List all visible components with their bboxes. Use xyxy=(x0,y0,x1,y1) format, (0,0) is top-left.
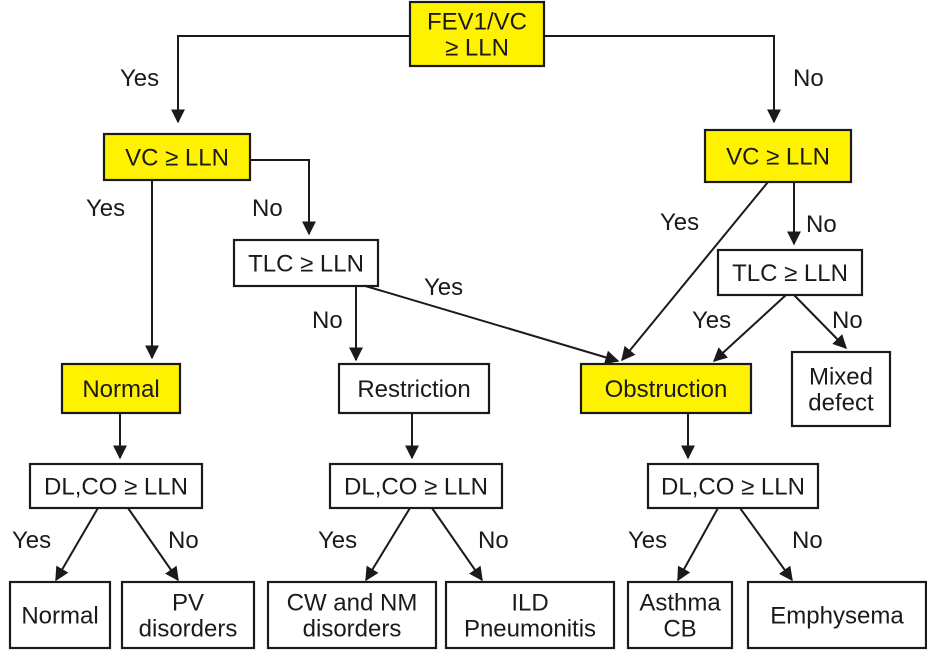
node-box xyxy=(579,362,753,415)
node-text: CW and NM xyxy=(287,589,418,616)
edges xyxy=(55,35,847,582)
edge-d3-no xyxy=(739,507,793,582)
node-box xyxy=(646,462,820,510)
node-box xyxy=(266,580,438,650)
node-text: CB xyxy=(663,615,696,642)
node-vc-left: VC ≥ LLN xyxy=(102,132,252,182)
node-text: DL,CO ≥ LLN xyxy=(661,473,805,500)
label-d1-no: No xyxy=(168,527,199,554)
label-tlcr-yes: Yes xyxy=(692,307,731,334)
node-box xyxy=(746,580,927,650)
label-d3-no: No xyxy=(792,527,823,554)
node-text: PV xyxy=(172,589,204,616)
node-box xyxy=(790,350,892,428)
node-text: TLC ≥ LLN xyxy=(248,250,364,277)
node-dlco3: DL,CO ≥ LLN xyxy=(646,462,820,510)
node-text: Normal xyxy=(21,602,98,629)
node-box xyxy=(328,462,504,510)
label-vcr-no: No xyxy=(806,211,837,238)
node-text: FEV1/VC xyxy=(427,8,527,35)
label-tlcr-no: No xyxy=(832,307,863,334)
node-leaf-emph: Emphysema xyxy=(746,580,927,650)
node-restriction: Restriction xyxy=(337,362,491,415)
node-vc-right: VC ≥ LLN xyxy=(703,128,853,184)
edge-vcleft-no xyxy=(250,159,316,236)
node-box xyxy=(626,580,734,650)
label-root-no: No xyxy=(793,65,824,92)
node-box xyxy=(60,362,182,415)
edge-root-yes xyxy=(171,35,410,124)
label-d2-yes: Yes xyxy=(318,527,357,554)
edge-tlcright-no xyxy=(793,294,847,349)
node-text: VC ≥ LLN xyxy=(726,143,830,170)
node-text: DL,CO ≥ LLN xyxy=(44,473,188,500)
node-obstruction: Obstruction xyxy=(579,362,753,415)
edge-d2-yes xyxy=(365,507,411,582)
node-text: Asthma xyxy=(639,589,721,616)
label-vcl-no: No xyxy=(252,195,283,222)
node-text: Obstruction xyxy=(605,376,728,403)
node-text: disorders xyxy=(139,615,238,642)
edge-root-no xyxy=(544,35,781,124)
label-d3-yes: Yes xyxy=(628,527,667,554)
node-text: Pneumonitis xyxy=(464,615,596,642)
node-text: DL,CO ≥ LLN xyxy=(344,473,488,500)
node-text: ≥ LLN xyxy=(445,34,509,61)
node-text: Restriction xyxy=(357,376,470,403)
node-dlco1: DL,CO ≥ LLN xyxy=(28,462,204,510)
node-box xyxy=(28,462,204,510)
node-root: FEV1/VC≥ LLN xyxy=(408,0,546,68)
node-box xyxy=(444,580,616,650)
node-box xyxy=(337,362,491,415)
node-box xyxy=(716,248,864,297)
edge-vcright-yes xyxy=(621,181,769,362)
label-tlcm-yes: Yes xyxy=(424,274,463,301)
label-d2-no: No xyxy=(478,527,509,554)
node-box xyxy=(232,238,380,288)
label-root-yes: Yes xyxy=(120,65,159,92)
edge-d1-no xyxy=(127,507,179,582)
node-tlc-mid: TLC ≥ LLN xyxy=(232,238,380,288)
node-box xyxy=(8,580,112,650)
node-text: defect xyxy=(808,389,874,416)
node-text: disorders xyxy=(303,615,402,642)
label-tlcm-no: No xyxy=(312,307,343,334)
node-dlco2: DL,CO ≥ LLN xyxy=(328,462,504,510)
node-text: Emphysema xyxy=(770,602,904,629)
edge-labels: Yes No Yes No Yes No Yes No Yes No Yes N… xyxy=(12,65,863,554)
label-vcl-yes: Yes xyxy=(86,195,125,222)
node-normal-mid: Normal xyxy=(60,362,182,415)
nodes: FEV1/VC≥ LLN VC ≥ LLN VC ≥ LLN TLC ≥ LLN TLC… xyxy=(8,0,927,650)
node-leaf-normal: Normal xyxy=(8,580,112,650)
edge-tlcmid-yes xyxy=(361,284,620,365)
edge-d3-yes xyxy=(677,507,719,582)
node-text: Mixed xyxy=(809,363,873,390)
node-box xyxy=(120,580,256,650)
node-text: VC ≥ LLN xyxy=(125,144,229,171)
node-box xyxy=(102,132,252,182)
edge-tlcright-yes xyxy=(712,294,787,362)
edge-d2-no xyxy=(431,507,483,582)
node-text: TLC ≥ LLN xyxy=(732,260,848,287)
node-text: Normal xyxy=(82,376,159,403)
label-vcr-yes: Yes xyxy=(660,209,699,236)
edge-d1-yes xyxy=(55,507,99,582)
node-text: ILD xyxy=(511,589,548,616)
label-d1-yes: Yes xyxy=(12,527,51,554)
node-tlc-right: TLC ≥ LLN xyxy=(716,248,864,297)
node-box xyxy=(703,128,853,184)
node-box xyxy=(408,0,546,68)
